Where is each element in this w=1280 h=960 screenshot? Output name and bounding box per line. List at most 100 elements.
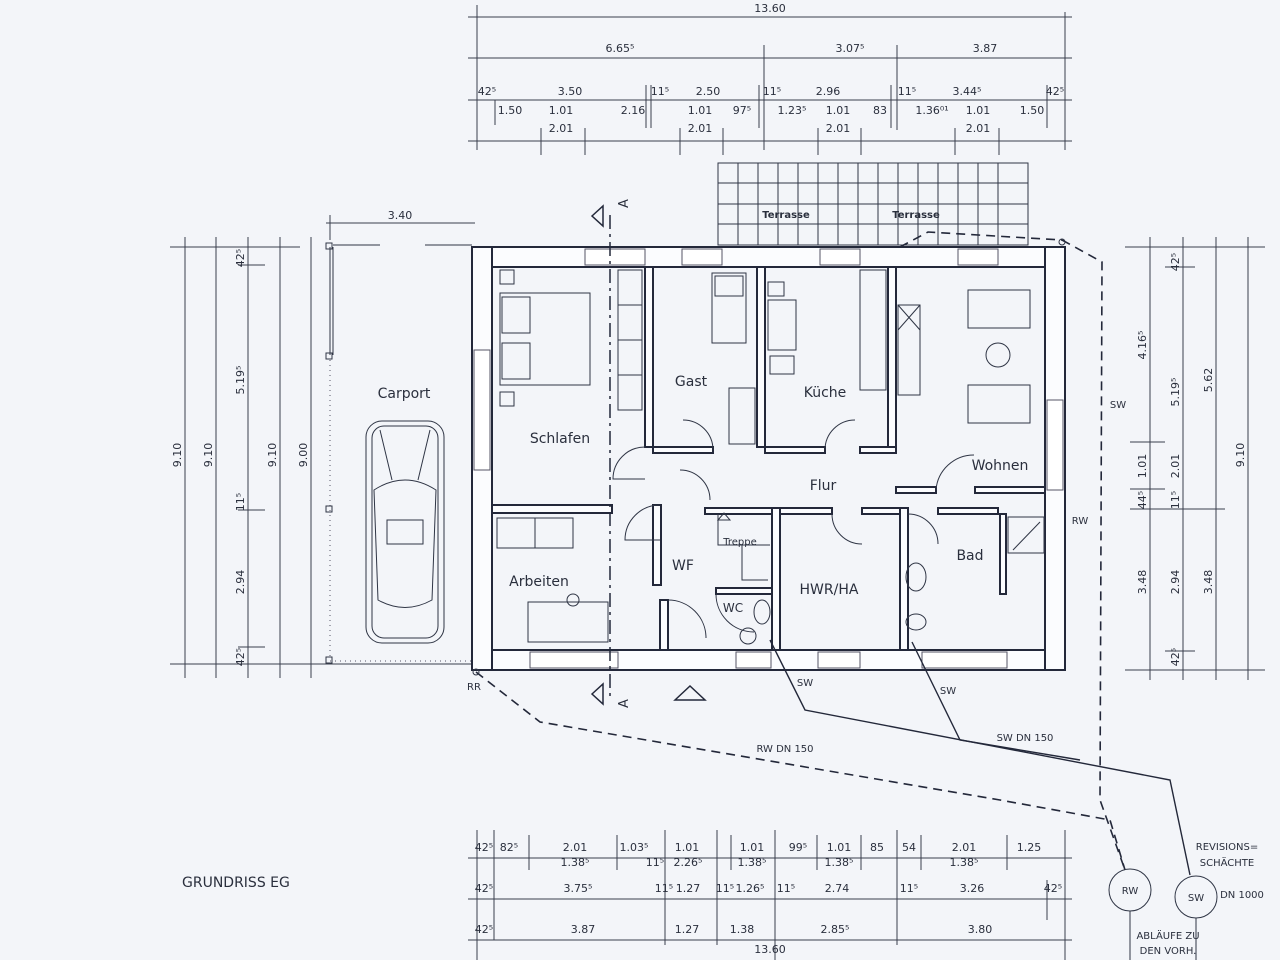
dimension-label: 2.01 bbox=[966, 122, 991, 135]
label-sw-dn: SW DN 150 bbox=[997, 733, 1054, 744]
dimension-label: 83 bbox=[873, 104, 887, 117]
dimension-label: 5.62 bbox=[1202, 368, 1215, 393]
dimension-label: 2.01 bbox=[826, 122, 851, 135]
dimension-label: 1.38⁵ bbox=[825, 856, 854, 869]
dimension-label: 85 bbox=[870, 841, 884, 854]
label-rw: RW bbox=[1072, 516, 1089, 527]
dimension-label: 42⁵ bbox=[478, 85, 496, 98]
dimension-label: 3.26 bbox=[960, 882, 985, 895]
dimension-label: 11⁵ bbox=[777, 882, 795, 895]
dimension-label: 3.75⁵ bbox=[564, 882, 593, 895]
room-wf: WF bbox=[672, 558, 694, 574]
dimension-label: 54 bbox=[902, 841, 916, 854]
dimension-label: 42⁵ bbox=[1046, 85, 1064, 98]
dimension-label: 9.10 bbox=[1234, 443, 1247, 468]
dimension-label: 2.74 bbox=[825, 882, 850, 895]
dimension-label: 9.10 bbox=[202, 443, 215, 468]
dimension-label: 1.01 bbox=[549, 104, 574, 117]
dimension-label: 1.27 bbox=[676, 882, 701, 895]
entrance-arrow-icon bbox=[673, 684, 707, 701]
dimension-label: 1.27 bbox=[675, 923, 700, 936]
plan-title: GRUNDRISS EG bbox=[182, 875, 290, 891]
dimension-label: 11⁵ bbox=[655, 882, 673, 895]
dimension-label: 2.50 bbox=[696, 85, 721, 98]
dimension-label: 9.00 bbox=[297, 443, 310, 468]
dimension-label: 1.23⁵ bbox=[778, 104, 807, 117]
dimension-label: 1.01 bbox=[675, 841, 700, 854]
dimension-label: 1.26⁵ bbox=[736, 882, 765, 895]
section-line-a: A A bbox=[590, 199, 707, 708]
dimension-label: 5.19⁵ bbox=[234, 366, 247, 395]
dimension-label: 99⁵ bbox=[789, 841, 807, 854]
dimension-label: 11⁵ bbox=[646, 856, 664, 869]
dimension-label: 9.10 bbox=[266, 443, 279, 468]
room-wohnen: Wohnen bbox=[972, 458, 1029, 474]
dimension-label: 1.01 bbox=[827, 841, 852, 854]
dimension-label: 2.85⁵ bbox=[821, 923, 850, 936]
dimension-label: 3.40 bbox=[388, 209, 413, 222]
dimension-label: 3.44⁵ bbox=[953, 85, 982, 98]
dimension-label: 4.16⁵ bbox=[1136, 331, 1149, 360]
bottom-dimension-lines bbox=[468, 830, 1072, 960]
dimension-label: 2.01 bbox=[1169, 454, 1182, 479]
dimension-label: 42⁵ bbox=[234, 249, 247, 267]
room-hwr: HWR/HA bbox=[800, 582, 859, 598]
dimension-label: 2.01 bbox=[549, 122, 574, 135]
label-sw-1: SW bbox=[797, 678, 813, 689]
dimension-label: 42⁵ bbox=[1169, 648, 1182, 666]
dimension-label: 3.07⁵ bbox=[836, 42, 865, 55]
dimension-label: 5.19⁵ bbox=[1169, 378, 1182, 407]
dimension-label: 3.50 bbox=[558, 85, 583, 98]
dimension-label: 1.01 bbox=[688, 104, 713, 117]
dimension-label: 1.25 bbox=[1017, 841, 1042, 854]
dimension-label: 11⁵ bbox=[898, 85, 916, 98]
dimension-label: 2.01 bbox=[688, 122, 713, 135]
dimension-label: 1.50 bbox=[1020, 104, 1045, 117]
dimension-label: 11⁵ bbox=[651, 85, 669, 98]
dimension-label: 97⁵ bbox=[733, 104, 751, 117]
dimension-label: 3.87 bbox=[571, 923, 596, 936]
label-rr: RR bbox=[467, 682, 481, 693]
label-carport: Carport bbox=[378, 386, 431, 402]
dimension-label: 42⁵ bbox=[1169, 253, 1182, 271]
dimension-label: 1.38⁵ bbox=[561, 856, 590, 869]
dimension-label: 6.65⁵ bbox=[606, 42, 635, 55]
room-arbeiten: Arbeiten bbox=[509, 574, 569, 590]
carport bbox=[325, 242, 472, 664]
dimension-label: 2.94 bbox=[1169, 570, 1182, 595]
dimension-label: 1.03⁵ bbox=[620, 841, 649, 854]
dimension-label: 3.48 bbox=[1202, 570, 1215, 595]
dimension-label: 1.50 bbox=[498, 104, 523, 117]
dimension-label: 42⁵ bbox=[1044, 882, 1062, 895]
room-kueche: Küche bbox=[804, 385, 847, 401]
dimension-label: 2.01 bbox=[563, 841, 588, 854]
section-label-bottom: A bbox=[617, 699, 632, 708]
dimension-label: 1.01 bbox=[740, 841, 765, 854]
car-icon bbox=[365, 420, 445, 644]
dimension-label: 1.01 bbox=[1136, 454, 1149, 479]
room-flur: Flur bbox=[810, 478, 837, 494]
top-dimension-lines bbox=[468, 5, 1072, 155]
label-terrasse-2: Terrasse bbox=[892, 210, 940, 221]
furniture bbox=[496, 269, 1045, 645]
dimension-label: 11⁵ bbox=[234, 493, 247, 511]
label-revision-1: REVISIONS= bbox=[1196, 842, 1258, 853]
label-dn: DN 1000 bbox=[1220, 890, 1264, 901]
drainage-labels: SW SW SW RW RR RW DN 150 SW DN 150 RW SW… bbox=[467, 400, 1264, 957]
dimension-label: 44⁵ bbox=[1136, 491, 1149, 509]
label-rw-dn: RW DN 150 bbox=[756, 744, 813, 755]
dimension-label: 1.36⁰¹ bbox=[915, 104, 948, 117]
dimension-label: 82⁵ bbox=[500, 841, 518, 854]
room-schlafen: Schlafen bbox=[530, 431, 590, 447]
dimension-label: 42⁵ bbox=[475, 923, 493, 936]
dimension-label: 2.16 bbox=[621, 104, 646, 117]
side-dimension-lines bbox=[170, 215, 1265, 680]
label-sw-2: SW bbox=[940, 686, 956, 697]
dimension-label: 3.87 bbox=[973, 42, 998, 55]
dimension-label: 1.01 bbox=[826, 104, 851, 117]
dimension-label: 3.80 bbox=[968, 923, 993, 936]
dimension-label: 2.96 bbox=[816, 85, 841, 98]
section-label-top: A bbox=[617, 199, 632, 208]
